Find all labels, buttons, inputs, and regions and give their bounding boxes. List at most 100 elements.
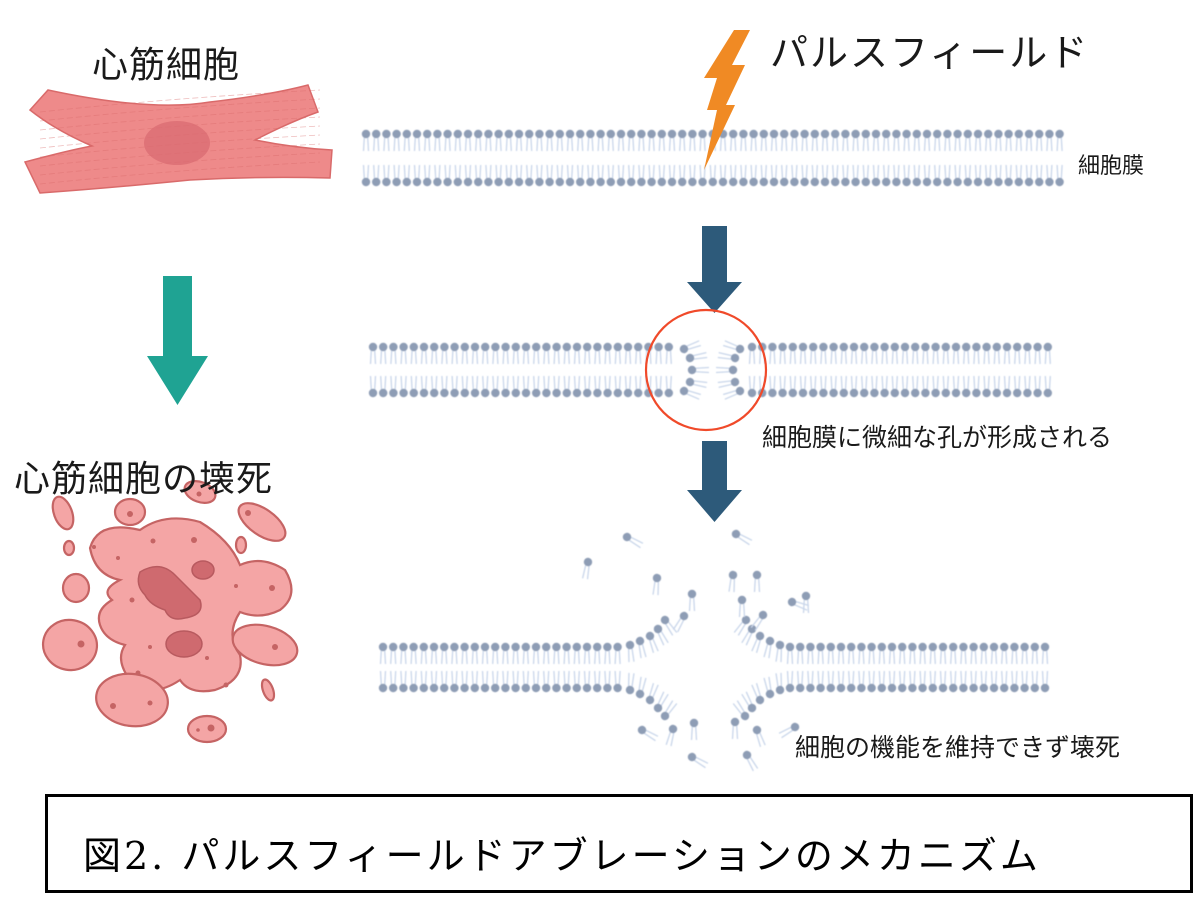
lipid-molecule	[399, 642, 408, 665]
lipid-molecule	[1035, 164, 1044, 187]
lipid-molecule	[959, 642, 968, 665]
lipid-molecule	[672, 611, 689, 633]
lipid-molecule	[922, 164, 932, 187]
lipid-molecule	[775, 672, 785, 695]
lipid-molecule	[1055, 129, 1064, 152]
lipid-molecule	[378, 642, 388, 665]
lipid-molecule	[596, 129, 605, 152]
lipid-molecule	[851, 164, 860, 187]
lipid-molecule	[911, 375, 920, 398]
lipid-molecule	[603, 642, 612, 665]
lipid-molecule	[982, 375, 991, 398]
lipid-molecule	[525, 164, 534, 187]
lipid-molecule	[732, 700, 750, 721]
lipid-molecule	[857, 670, 866, 693]
lipid-molecule	[460, 670, 469, 693]
lipid-molecule	[687, 365, 710, 375]
lipid-molecule	[501, 642, 510, 665]
lipid-molecule	[857, 642, 866, 665]
lipid-molecule	[731, 529, 753, 546]
lipid-molecule	[654, 342, 663, 365]
lipid-molecule	[1040, 642, 1050, 665]
lipid-molecule	[389, 670, 398, 693]
lipid-molecule	[542, 642, 551, 665]
lipid-molecule	[399, 670, 408, 693]
lipid-molecule	[722, 386, 745, 400]
lipid-molecule	[545, 164, 554, 187]
lipid-molecule	[1045, 129, 1054, 152]
lipid-molecule	[460, 342, 469, 365]
lipid-molecule	[739, 164, 748, 187]
lipid-molecule	[994, 129, 1003, 152]
lipid-molecule	[613, 375, 622, 398]
lipid-molecule	[552, 342, 561, 365]
lipid-molecule	[660, 615, 678, 636]
lipid-molecule	[816, 670, 825, 693]
scattered-lipids	[581, 529, 811, 772]
lipid-molecule	[378, 670, 388, 693]
lipid-molecule	[963, 164, 972, 187]
lipid-molecule	[443, 129, 452, 152]
arrow-down-icon	[687, 441, 742, 522]
cardiomyocyte-necrosis-label: 心筋細胞の壊死	[14, 459, 274, 500]
lipid-molecule	[679, 386, 702, 400]
lipid-molecule	[749, 164, 758, 187]
lipid-molecule	[847, 670, 856, 693]
lipid-molecule	[751, 682, 765, 705]
lipid-molecule	[752, 570, 762, 593]
lipid-bilayer	[361, 129, 1064, 187]
lipid-molecule	[470, 642, 479, 665]
lipid-molecule	[552, 642, 561, 665]
lipid-molecule	[829, 342, 838, 365]
lipid-molecule	[419, 342, 429, 365]
lipid-molecule	[892, 129, 901, 152]
arrow-down-icon	[147, 276, 208, 405]
lipid-molecule	[931, 375, 940, 398]
lipid-molecule	[593, 342, 602, 365]
lipid-molecule	[860, 375, 869, 398]
lipid-molecule	[484, 129, 493, 152]
lipid-molecule	[969, 642, 978, 665]
lipid-molecule	[962, 342, 971, 365]
lipid-molecule	[941, 342, 950, 365]
lipid-molecule	[890, 342, 899, 365]
lipid-molecule	[810, 129, 819, 152]
lipid-molecule	[742, 750, 759, 772]
lipid-molecule	[1030, 670, 1039, 693]
lipid-molecule	[849, 375, 859, 398]
lipid-molecule	[562, 642, 571, 665]
lipid-molecule	[664, 342, 673, 365]
lipid-molecule	[637, 129, 646, 152]
lipid-molecule	[511, 670, 520, 693]
lipid-molecule	[918, 642, 927, 665]
lipid-molecule	[912, 164, 921, 187]
lipid-molecule	[481, 342, 490, 365]
lipid-molecule	[501, 342, 510, 365]
lipid-molecule	[504, 164, 513, 187]
lipid-molecule	[409, 375, 418, 398]
lipid-molecule	[552, 670, 561, 693]
lipid-molecule	[460, 642, 469, 665]
lipid-molecule	[521, 670, 530, 693]
lipid-molecule	[532, 375, 541, 398]
lipid-molecule	[402, 129, 411, 152]
lipid-molecule	[389, 375, 398, 398]
lipid-molecule	[759, 129, 768, 152]
lipid-molecule	[831, 164, 840, 187]
lipid-molecule	[739, 129, 748, 152]
striation-line	[39, 98, 321, 122]
lipid-molecule	[949, 642, 958, 665]
lipid-molecule	[819, 375, 828, 398]
lipid-molecule	[603, 670, 612, 693]
lipid-molecule	[470, 670, 479, 693]
lipid-molecule	[1043, 342, 1052, 365]
lipid-molecule	[796, 642, 805, 665]
lipid-molecule	[593, 642, 602, 665]
pore-edge-lipids	[679, 340, 745, 400]
lipid-molecule	[1013, 342, 1022, 365]
lipid-molecule	[660, 700, 678, 721]
lipid-molecule	[1000, 642, 1009, 665]
lipid-molecule	[763, 676, 775, 699]
lipid-molecule	[392, 164, 401, 187]
